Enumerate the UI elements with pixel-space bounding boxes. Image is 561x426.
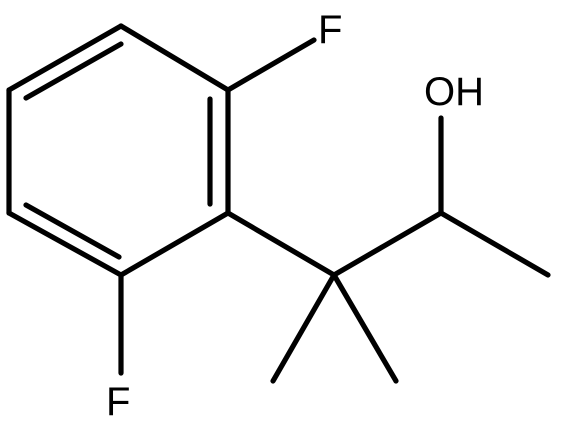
ring-bond-top-right [118, 23, 231, 93]
ring-double-bond-bottom-left [23, 202, 122, 260]
bond-to-fluorine-top [225, 37, 317, 93]
hydroxyl-label: OH [424, 70, 484, 114]
bond-methyl-right [331, 272, 399, 384]
ring-bond-bottom-left [6, 210, 124, 278]
bond-to-carbinol-carbon [331, 210, 444, 278]
fluorine-label-top: F [318, 8, 342, 52]
bond-terminal-methyl [438, 210, 551, 278]
ring-bond-top [6, 23, 124, 93]
bond-methyl-left [270, 272, 337, 384]
fluorine-label-bottom: F [106, 380, 130, 424]
bond-ring-to-quaternary-carbon [225, 210, 337, 278]
ring-bond-bottom-right [118, 210, 231, 278]
ring-double-bond-top [23, 41, 124, 101]
